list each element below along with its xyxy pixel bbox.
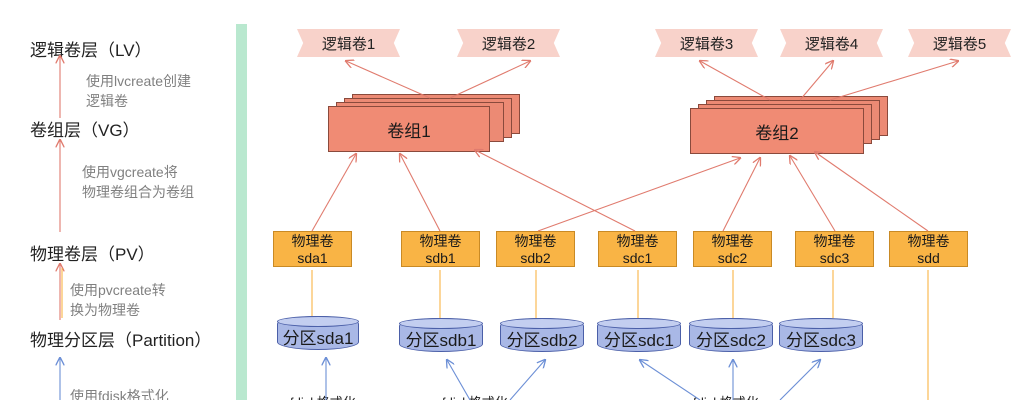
fdisk-label-1: fdisk格式化 — [290, 392, 356, 400]
logical-volume-1: 逻辑卷1 — [297, 29, 400, 57]
volume-group-1: 卷组1 — [328, 94, 520, 154]
pvcreate-caption: 使用pvcreate转 换为物理卷 — [70, 282, 166, 318]
partition-sdb1: 分区sdb1 — [399, 318, 483, 354]
partition-sdc3: 分区sdc3 — [779, 318, 863, 354]
logical-volume-3: 逻辑卷3 — [655, 29, 758, 57]
fdisk-label-3: fdisk格式化 — [693, 392, 759, 400]
logical-volume-4: 逻辑卷4 — [780, 29, 883, 57]
layer-label-partition: 物理分区层（Partition） — [30, 331, 212, 350]
lvcreate-caption: 使用lvcreate创建 逻辑卷 — [86, 73, 192, 109]
divider-bar — [236, 24, 247, 400]
logical-volume-5: 逻辑卷5 — [908, 29, 1011, 57]
volume-group-2: 卷组2 — [690, 96, 890, 158]
volume-group-1-label: 卷组1 — [328, 106, 490, 152]
partition-sdb2: 分区sdb2 — [500, 318, 584, 354]
partition-sdc2: 分区sdc2 — [689, 318, 773, 354]
layer-label-vg: 卷组层（VG） — [30, 121, 140, 140]
logical-volume-2: 逻辑卷2 — [457, 29, 560, 57]
fdisk-caption: 使用fdisk格式化 — [70, 388, 169, 400]
volume-group-2-label: 卷组2 — [690, 108, 864, 154]
partition-sdc1: 分区sdc1 — [597, 318, 681, 354]
layer-label-pv: 物理卷层（PV） — [30, 245, 155, 264]
partition-sda1: 分区sda1 — [277, 316, 359, 352]
vgcreate-caption: 使用vgcreate将 物理卷组合为卷组 — [82, 164, 194, 200]
fdisk-label-2: fdisk格式化 — [442, 392, 508, 400]
